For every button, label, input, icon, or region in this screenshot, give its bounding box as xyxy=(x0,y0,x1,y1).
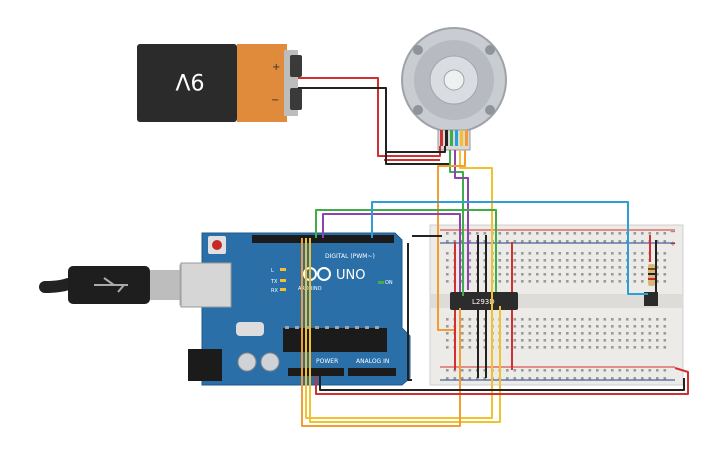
dc-motor[interactable] xyxy=(401,27,507,151)
wire-blue-d2 xyxy=(371,201,648,295)
digital-header-label: DIGITAL (PWM~) xyxy=(325,253,375,260)
analog-header[interactable] xyxy=(348,368,396,376)
led-label-l: L xyxy=(271,268,274,274)
wires xyxy=(298,77,689,427)
wire-orange-d12 xyxy=(301,238,461,427)
led-label-rx: RX xyxy=(271,288,278,294)
pushbutton[interactable] xyxy=(644,292,658,306)
wire-black-gnd xyxy=(407,243,412,381)
resistor[interactable] xyxy=(648,264,655,286)
battery-9v[interactable]: 9V + − xyxy=(137,44,302,122)
arduino-model: UNO xyxy=(336,268,365,283)
led-label-tx: TX xyxy=(270,279,278,285)
digital-header[interactable] xyxy=(252,235,394,243)
wire-motor-green xyxy=(449,150,464,296)
battery-label: 9V xyxy=(175,68,204,93)
wire-yellow-d11 xyxy=(309,238,501,423)
rail-minus-label: − xyxy=(670,228,676,236)
usb-icon xyxy=(94,277,128,293)
analog-header-label: ANALOG IN xyxy=(356,358,389,365)
wire-purple-d9 xyxy=(322,213,461,292)
ic-label: L293D xyxy=(472,298,495,306)
battery-plus-label: + xyxy=(272,62,280,73)
rail-plus-label: + xyxy=(670,240,676,248)
l293d-ic[interactable]: L293D xyxy=(450,292,518,310)
microcontroller-chip xyxy=(283,328,387,352)
wire-power-black-top xyxy=(385,152,450,165)
arduino-uno[interactable]: DIGITAL (PWM~) UNO ARDUINO POWER ANALOG … xyxy=(180,232,411,386)
wire-red-5v xyxy=(315,367,689,395)
wire-motor-purple xyxy=(454,150,469,290)
on-led-label: ON xyxy=(385,280,393,286)
wire-green-d10 xyxy=(315,209,497,292)
wire-black-gnd-bottom xyxy=(319,376,685,391)
power-header[interactable] xyxy=(288,368,344,376)
battery-minus-label: − xyxy=(271,95,279,106)
wire-motor-orange xyxy=(437,150,466,331)
power-header-label: POWER xyxy=(316,358,338,365)
